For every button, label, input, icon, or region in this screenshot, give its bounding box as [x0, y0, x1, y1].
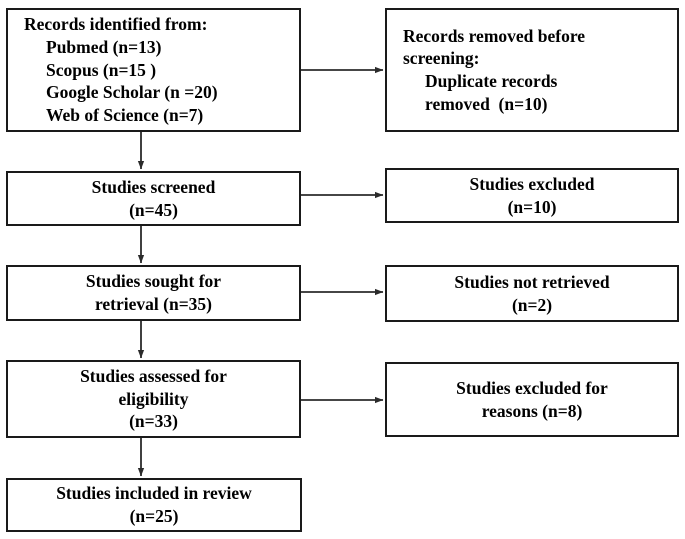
- flow-box-line: Pubmed (n=13): [46, 36, 162, 57]
- flow-box-body: Studies excluded(n=10): [387, 173, 677, 219]
- flow-box-body: Studies included in review(n=25): [8, 482, 300, 528]
- flow-box-line: Studies included in review: [56, 483, 252, 504]
- flow-box-line: (n=2): [511, 294, 553, 315]
- flow-box-line: screening:: [403, 48, 480, 69]
- flow-box-line: Studies sought for: [85, 271, 222, 292]
- flow-box-line: Web of Science (n=7): [46, 105, 204, 126]
- flow-box-line: Scopus (n=15 ): [46, 59, 157, 80]
- flow-box-line: Studies excluded: [469, 173, 595, 194]
- flow-box-line: Records removed before: [403, 25, 586, 46]
- flow-box-line: (n=45): [129, 199, 178, 220]
- flow-box-line: Studies not retrieved: [454, 271, 610, 292]
- flow-box-line: Studies assessed for: [80, 365, 227, 386]
- flow-box-line: eligibility: [118, 388, 189, 409]
- flow-box-line: reasons (n=8): [481, 400, 583, 421]
- flow-box-line: removed (n=10): [425, 93, 548, 114]
- flow-box-line: Duplicate records: [425, 71, 558, 91]
- flow-box-line: (n=25): [129, 506, 179, 526]
- flow-box-line: Studies screened: [91, 176, 216, 197]
- flow-box-body: Studies not retrieved(n=2): [387, 271, 677, 317]
- flow-box-studies-not-retrieved: Studies not retrieved(n=2): [385, 265, 679, 322]
- flow-box-body: Records identified from:Pubmed (n=13)Sco…: [8, 13, 299, 127]
- flow-box-line: Records identified from:: [24, 14, 208, 35]
- flow-box-line: Studies excluded for: [456, 377, 608, 398]
- flow-box-line: (n=33): [129, 411, 178, 432]
- flow-box-studies-excluded-screening: Studies excluded(n=10): [385, 168, 679, 223]
- flow-box-line: (n=10): [507, 196, 557, 217]
- flow-box-line: retrieval (n=35): [94, 294, 213, 314]
- flow-box-studies-included: Studies included in review(n=25): [6, 478, 302, 532]
- flow-box-records-identified: Records identified from:Pubmed (n=13)Sco…: [6, 8, 301, 132]
- flow-box-studies-screened: Studies screened(n=45): [6, 171, 301, 226]
- flow-box-line: Google Scholar (n =20): [46, 82, 218, 103]
- flow-box-body: Studies screened(n=45): [8, 176, 299, 222]
